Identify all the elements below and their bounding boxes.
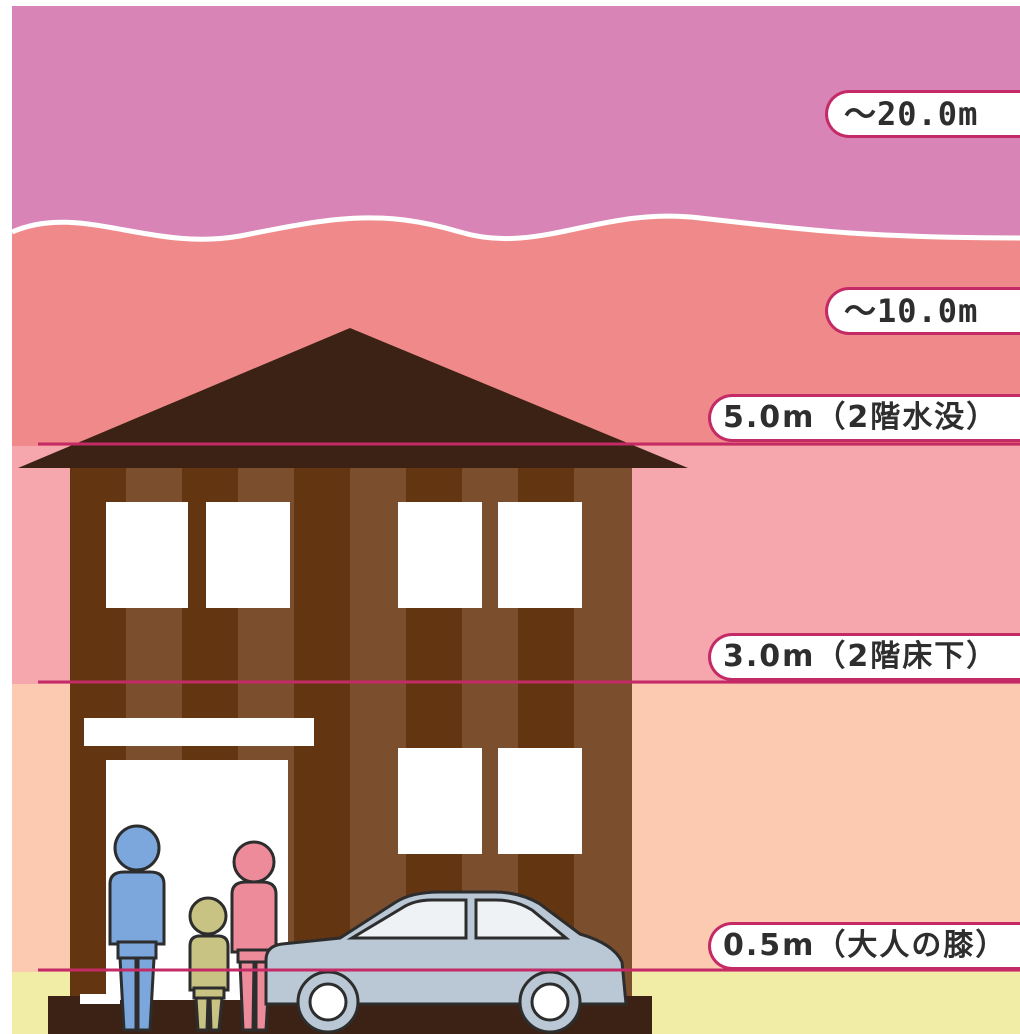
level-label-20m: ～20.0m <box>825 90 1020 138</box>
wall-stripe <box>574 468 632 998</box>
window <box>498 502 582 608</box>
car-wheel-hub <box>308 982 348 1022</box>
window <box>398 502 482 608</box>
car-window <box>474 898 571 940</box>
window <box>498 748 582 854</box>
level-label-05m: 0.5m（大人の膝） <box>708 922 1020 970</box>
house-roof <box>18 328 688 468</box>
wave-line <box>10 213 1020 242</box>
window <box>206 502 290 608</box>
adult-male-icon <box>108 824 166 1032</box>
level-label-3m: 3.0m（2階床下） <box>708 633 1020 681</box>
entrance-canopy <box>84 718 314 746</box>
window <box>106 502 188 608</box>
window <box>398 748 482 854</box>
child-icon <box>188 896 230 1032</box>
entrance-step <box>80 994 120 1004</box>
car-icon <box>264 890 628 1034</box>
car-wheel-hub <box>530 982 570 1022</box>
car-window <box>346 898 468 940</box>
level-label-5m: 5.0m（2階水没） <box>708 394 1020 442</box>
level-label-10m: ～10.0m <box>825 287 1020 335</box>
